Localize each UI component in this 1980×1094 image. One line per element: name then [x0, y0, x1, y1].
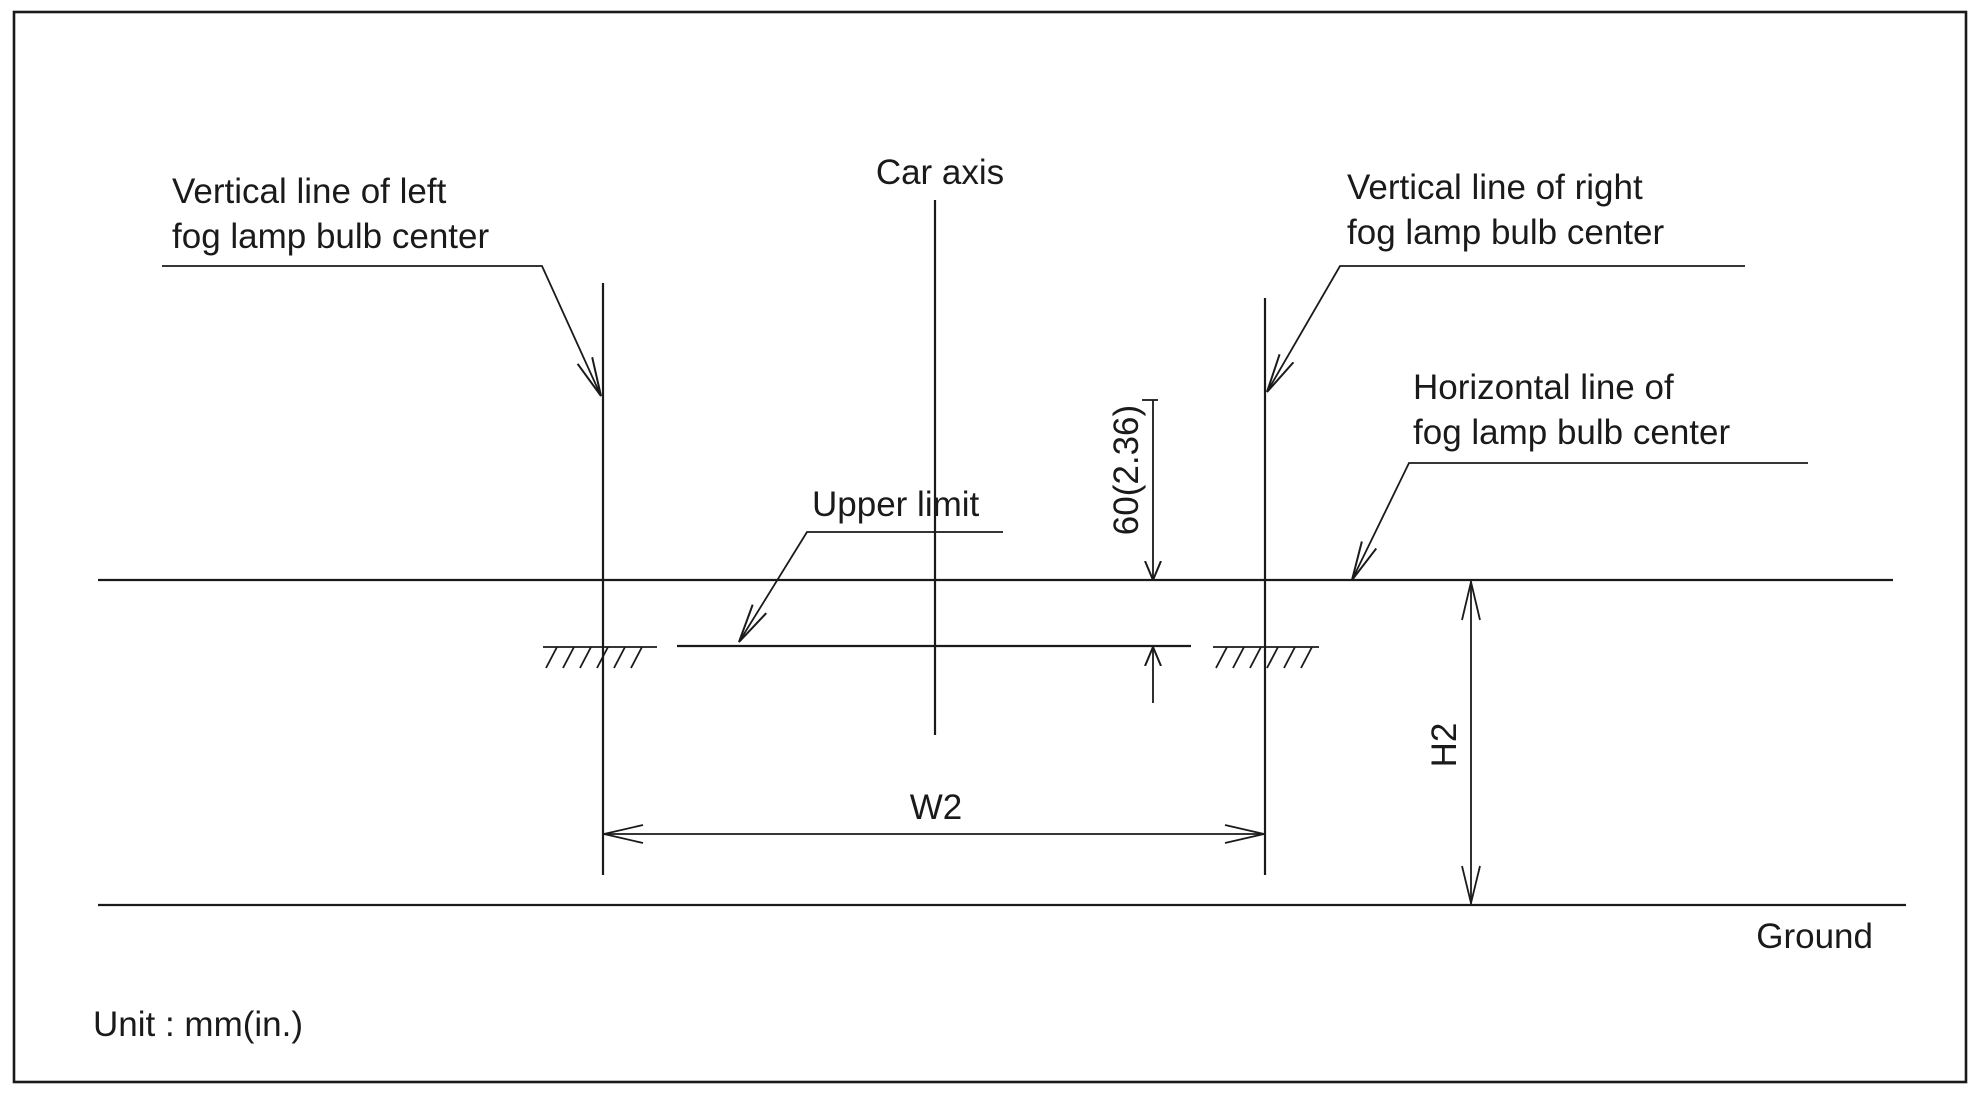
height-dimension-arrow-top — [1461, 581, 1481, 621]
upper-limit-label: Upper limit — [812, 485, 980, 524]
right-vertical-line-leader — [1267, 265, 1745, 392]
left-hatching — [543, 646, 657, 669]
horizontal-line-label: Horizontal line of fog lamp bulb center — [1413, 368, 1730, 452]
height-dimension-arrow-bottom — [1461, 865, 1481, 904]
diagram-frame — [12, 10, 1968, 1084]
right-hatching — [1213, 646, 1319, 669]
upper-limit-leader — [739, 531, 1003, 642]
left-vertical-line-label: Vertical line of left fog lamp bulb cent… — [172, 172, 489, 256]
ground-label: Ground — [1756, 917, 1873, 956]
unit-note: Unit : mm(in.) — [93, 1005, 303, 1044]
height-dimension-label: H2 — [1425, 723, 1464, 768]
offset-dimension-label: 60(2.36) — [1107, 405, 1146, 535]
width-dimension-arrow-left — [603, 824, 644, 844]
horizontal-line-leader — [1352, 462, 1808, 580]
right-vertical-line-label: Vertical line of right fog lamp bulb cen… — [1347, 168, 1664, 252]
car-axis-label: Car axis — [876, 153, 1004, 192]
left-vertical-line-leader — [162, 265, 601, 396]
width-dimension-label: W2 — [910, 788, 963, 827]
width-dimension-arrow-right — [1224, 824, 1265, 844]
